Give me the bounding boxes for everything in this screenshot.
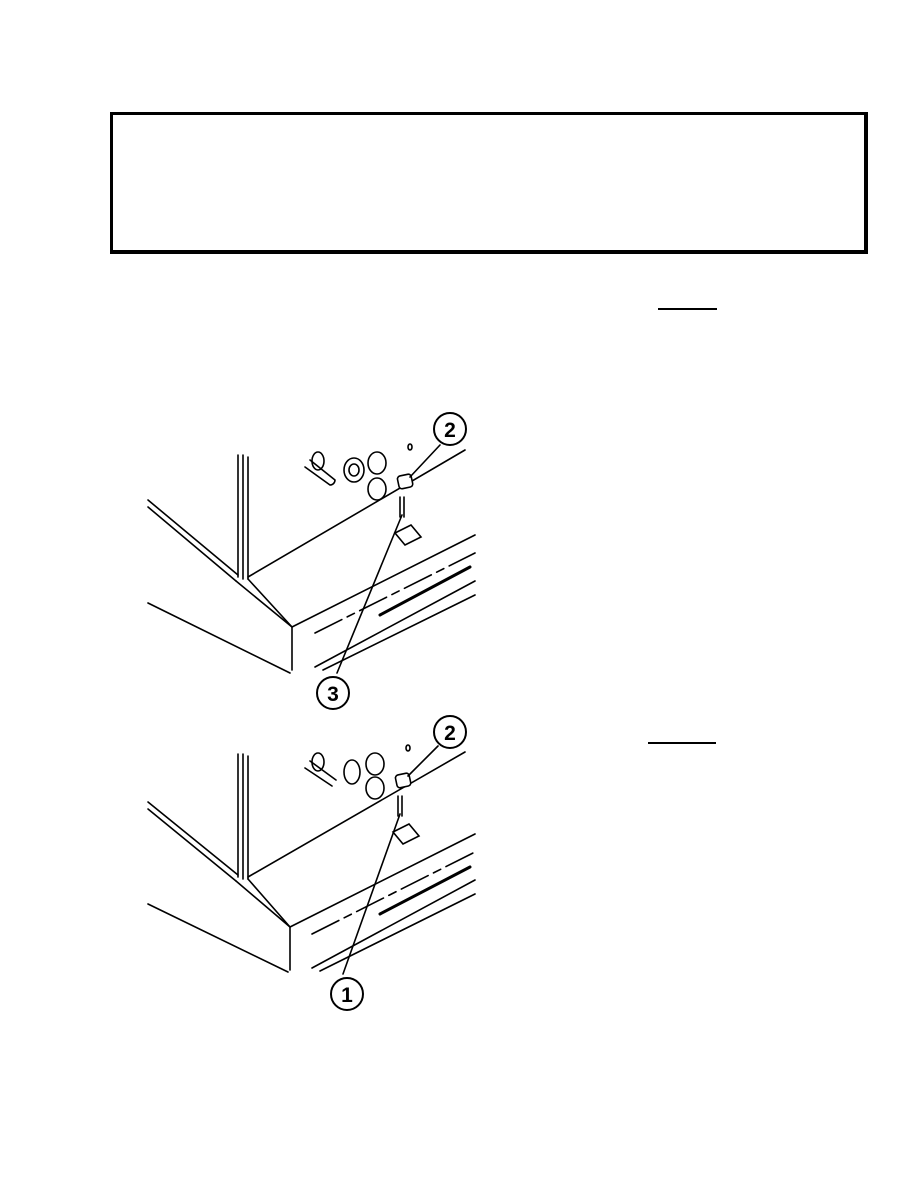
callout-circle [433,715,467,749]
callout-circle [330,977,364,1011]
cabinet-illustration-top: 2 3 [140,405,485,715]
cabinet-drawing-bottom: 2 1 [147,715,476,1011]
title-box [110,112,868,254]
callout-label: 2 [444,722,456,745]
underline-rule-top [658,308,717,310]
callout-label: 1 [341,984,353,1007]
callout-label: 2 [444,419,456,442]
callout-circle [316,676,350,710]
callout-label: 3 [327,683,339,706]
callout-circle [433,412,467,446]
underline-rule-bottom [648,742,716,744]
cabinet-drawing-top: 2 3 [147,412,476,710]
cabinet-illustration-bottom: 2 1 [140,712,485,1017]
